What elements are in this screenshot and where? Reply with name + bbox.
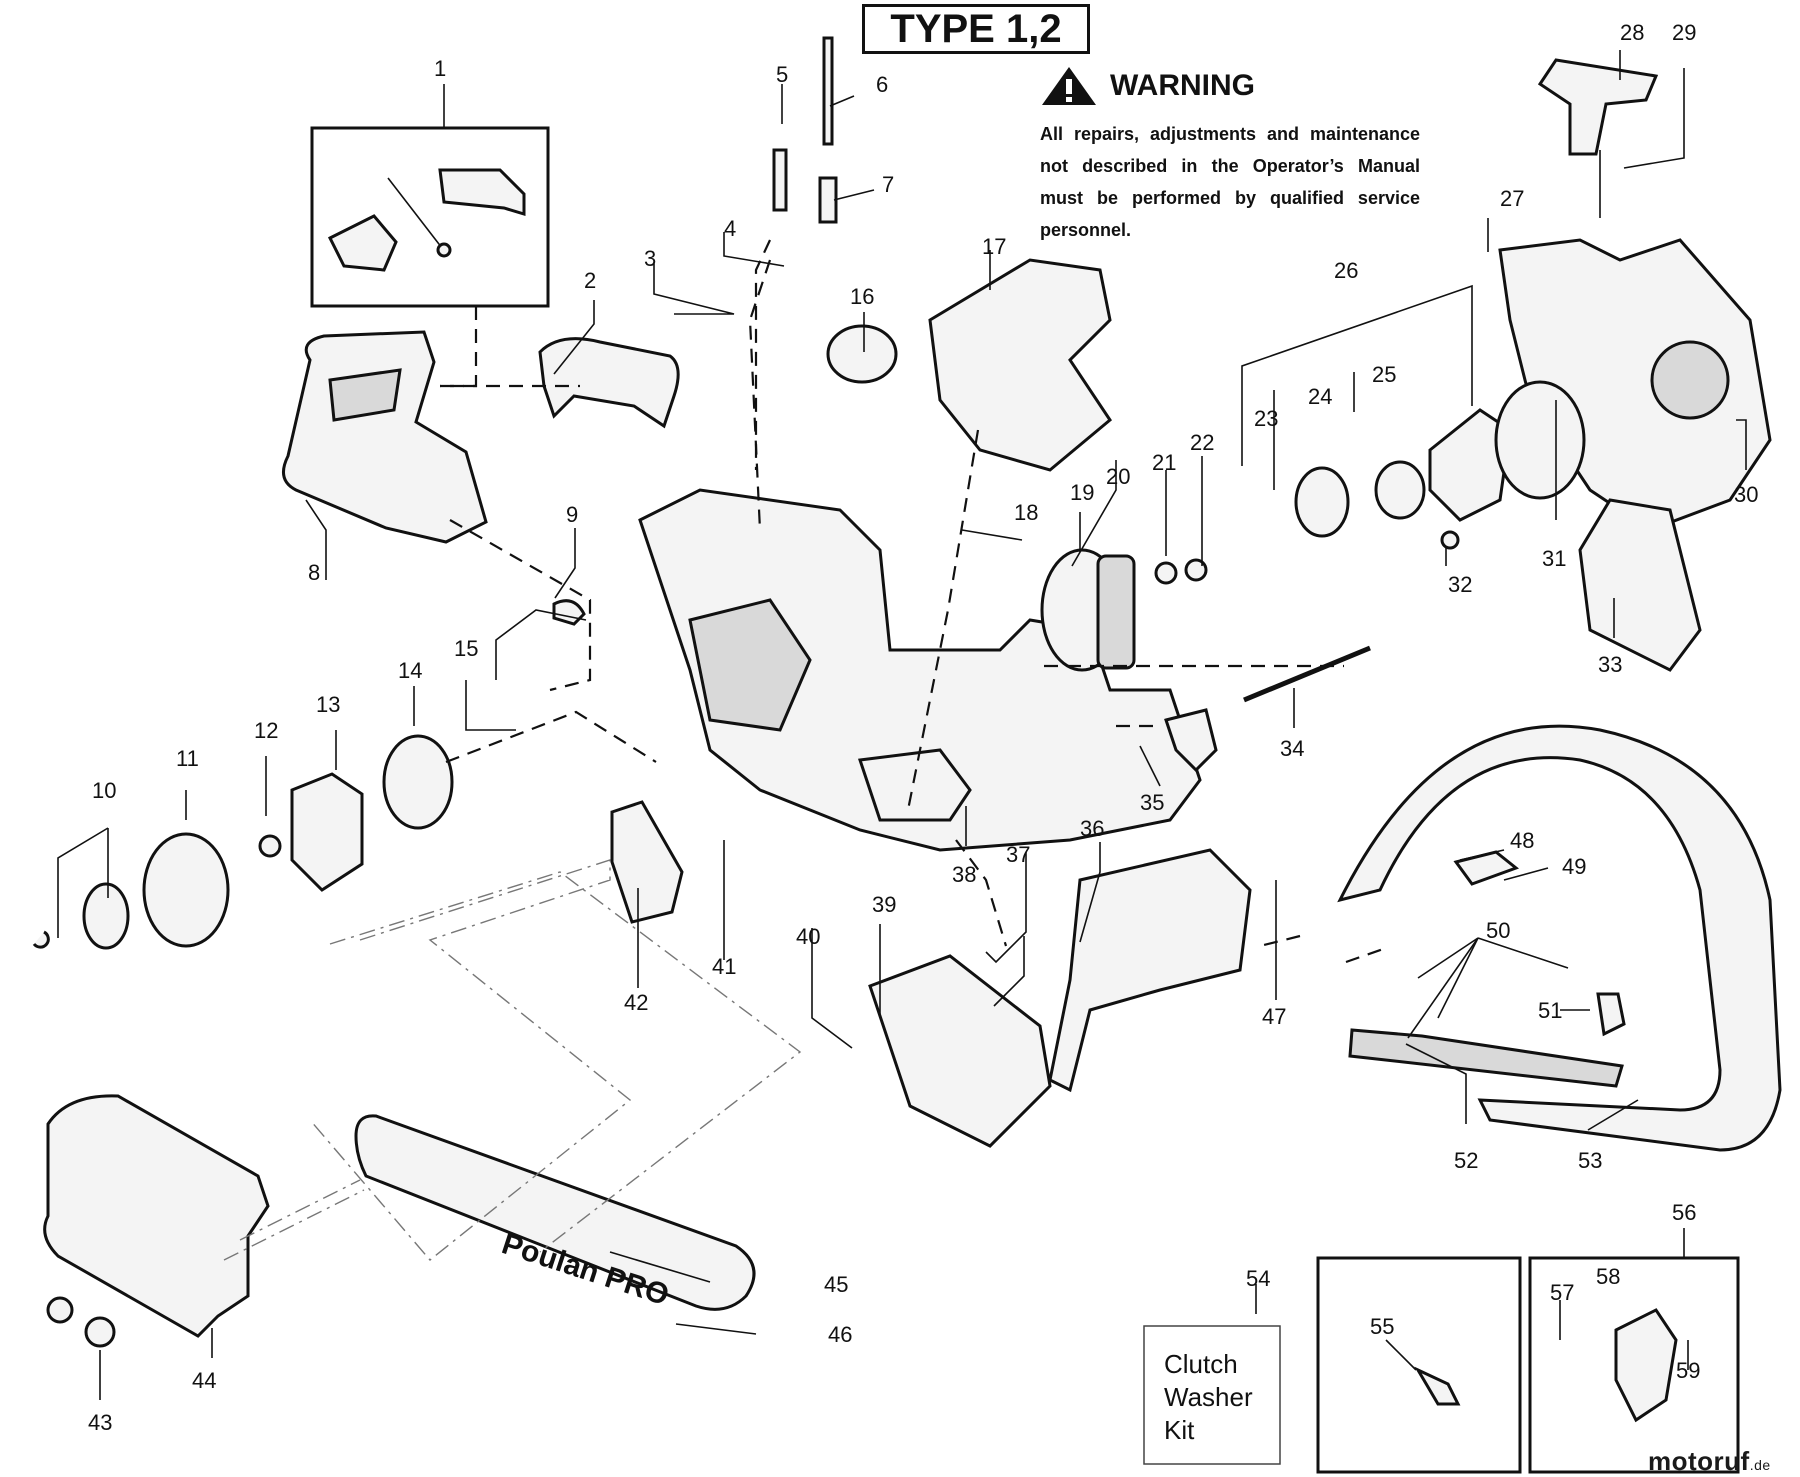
callout-21: 21 [1152,450,1176,475]
part-36-hand-guard [1048,848,1252,1093]
type-label: TYPE 1,2 [890,7,1062,51]
callout-44: 44 [192,1368,216,1393]
callout-58: 58 [1596,1264,1620,1289]
callout-1: 1 [434,56,446,81]
callout-53: 53 [1578,1148,1602,1173]
clutch-washer-kit-label: Clutch Washer Kit [1164,1349,1253,1445]
callout-34: 34 [1280,736,1304,761]
warning-heading: WARNING [1040,66,1255,106]
callout-15: 15 [454,636,478,661]
callout-12: 12 [254,718,278,743]
callout-3: 3 [644,246,656,271]
callout-46: 46 [828,1322,852,1347]
callout-39: 39 [872,892,896,917]
callout-40: 40 [796,924,820,949]
starter-recoil-parts [1294,380,1702,672]
callout-9: 9 [566,502,578,527]
watermark-tld: .de [1749,1457,1771,1473]
assembly-lines [440,239,1387,964]
callout-7: 7 [882,172,894,197]
callout-50: 50 [1486,918,1510,943]
callout-54: 54 [1246,1266,1270,1291]
watermark: motoruf.de [1648,1446,1771,1477]
callout-36: 36 [1080,816,1104,841]
part-44-bar-cover [43,1094,270,1338]
part-8-rear-handle [282,330,488,544]
callout-59: 59 [1676,1358,1700,1383]
callout-23: 23 [1254,406,1278,431]
callout-5: 5 [776,62,788,87]
callout-20: 20 [1106,464,1130,489]
callout-2: 2 [584,268,596,293]
callout-11: 11 [176,746,199,771]
callout-14: 14 [398,658,422,683]
callout-43: 43 [88,1410,112,1435]
callout-32: 32 [1448,572,1472,597]
chain-outline-lines [223,859,802,1261]
callout-25: 25 [1372,362,1396,387]
callout-16: 16 [850,284,874,309]
type-label-box: TYPE 1,2 [862,4,1090,54]
part-38-crankcase [638,488,1202,852]
callout-8: 8 [308,560,320,585]
callout-55: 55 [1370,1314,1394,1339]
callout-52: 52 [1454,1148,1478,1173]
part-1-kit [310,126,550,308]
callout-24: 24 [1308,384,1332,409]
callout-22: 22 [1190,430,1214,455]
callout-6: 6 [876,72,888,97]
callout-29: 29 [1672,20,1696,45]
part-19-flywheel [1040,548,1136,672]
callout-56: 56 [1672,1200,1696,1225]
callout-19: 19 [1070,480,1094,505]
small-parts [46,36,1626,1348]
callout-4: 4 [724,216,736,241]
watermark-name: motoruf [1648,1446,1750,1476]
callout-17: 17 [982,234,1006,259]
part-42-brake-plate [610,800,684,924]
part-52-front-handle [1337,724,1782,1152]
callout-41: 41 [712,954,736,979]
callout-57: 57 [1550,1280,1574,1305]
callout-33: 33 [1598,652,1622,677]
callout-31: 31 [1542,546,1566,571]
callout-38: 38 [952,862,976,887]
callout-42: 42 [624,990,648,1015]
callout-numbers: 1 2 3 4 5 6 7 8 9 10 11 12 13 14 15 16 1… [88,20,1758,1435]
leader-lines [57,50,1747,1400]
callout-47: 47 [1262,1004,1286,1029]
callout-37: 37 [1006,842,1030,867]
part-39-clutch-cover [868,954,1052,1148]
part-2-top-cover [538,337,680,429]
callout-27: 27 [1500,186,1524,211]
callout-30: 30 [1734,482,1758,507]
callout-35: 35 [1140,790,1164,815]
clutch-group [32,734,454,950]
warning-text: All repairs, adjustments and maintenance… [1040,124,1420,240]
warning-title: WARNING [1110,69,1255,102]
callout-49: 49 [1562,854,1586,879]
callout-48: 48 [1510,828,1534,853]
part-20-fuel-tank [928,258,1112,472]
part-28-starter-handle [1537,58,1659,218]
callout-13: 13 [316,692,340,717]
callout-10: 10 [92,778,116,803]
part-46-guide-bar: Poulan PRO [354,1114,756,1312]
callout-18: 18 [1014,500,1038,525]
callout-28: 28 [1620,20,1644,45]
callout-45: 45 [824,1272,848,1297]
front-handle-base [1348,1028,1624,1088]
kit-boxes [1143,1256,1740,1474]
callout-26: 26 [1334,258,1358,283]
warning-triangle-icon [1042,67,1096,105]
callout-51: 51 [1538,998,1562,1023]
